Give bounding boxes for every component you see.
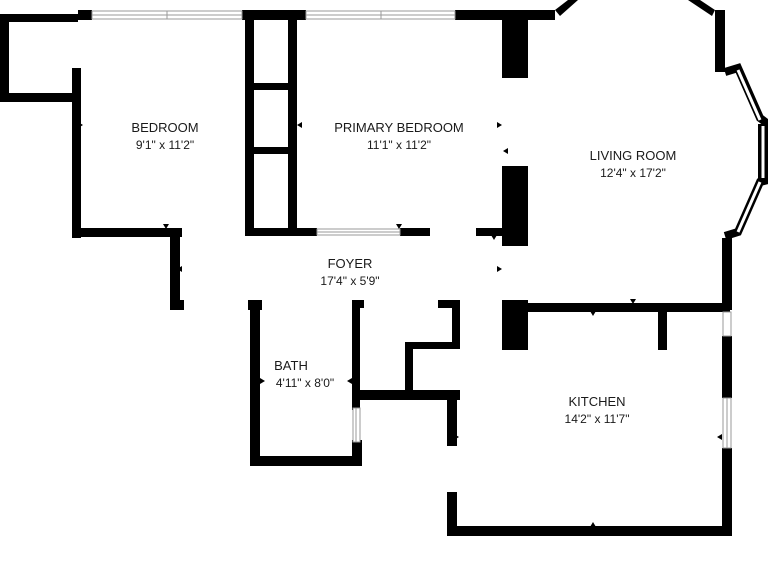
wall: [405, 342, 460, 349]
wall: [525, 303, 730, 312]
tick: [347, 378, 352, 384]
bay-window-pane: [736, 181, 762, 233]
tick: [260, 378, 265, 384]
wall: [250, 147, 292, 154]
room-dimensions-bath: 4'11" x 8'0": [276, 376, 334, 390]
wall: [502, 18, 528, 78]
bay-wall: [723, 176, 768, 240]
walls: [0, 10, 732, 536]
wall: [455, 10, 555, 20]
wall: [288, 18, 297, 234]
room-dimensions-primary-bedroom: 11'1" x 11'2": [367, 138, 431, 152]
tick: [590, 522, 596, 527]
room-dimensions-living-room: 12'4" x 17'2": [600, 166, 666, 180]
tick: [590, 311, 596, 316]
room-dimensions-kitchen: 14'2" x 11'7": [565, 412, 630, 426]
wall: [438, 300, 460, 308]
wall: [0, 14, 78, 22]
room-name-primary-bedroom: PRIMARY BEDROOM: [334, 120, 464, 135]
wall: [352, 300, 364, 308]
wall: [447, 526, 732, 536]
tick: [177, 266, 182, 272]
wall: [72, 228, 182, 237]
bay-window-pane: [736, 69, 762, 121]
wall: [0, 93, 80, 102]
tick: [246, 122, 251, 128]
tick: [78, 122, 83, 128]
tick: [503, 148, 508, 154]
wall: [502, 166, 528, 246]
wall: [250, 83, 292, 90]
wall: [447, 492, 457, 536]
tick: [630, 299, 636, 304]
room-name-kitchen: KITCHEN: [568, 394, 625, 409]
room-name-living-room: LIVING ROOM: [590, 148, 677, 163]
tick: [454, 434, 459, 440]
room-name-bedroom: BEDROOM: [131, 120, 198, 135]
tick: [396, 224, 402, 229]
tick: [163, 224, 169, 229]
wall: [352, 440, 362, 466]
room-name-foyer: FOYER: [328, 256, 373, 271]
wall: [722, 238, 732, 310]
room-name-bath: BATH: [274, 358, 308, 373]
wall: [250, 456, 362, 466]
wall: [476, 228, 506, 236]
wall: [78, 10, 92, 20]
wall: [658, 308, 667, 350]
wall: [72, 68, 81, 238]
tick: [297, 122, 302, 128]
tick: [717, 434, 722, 440]
wall: [245, 228, 317, 236]
wall: [0, 14, 9, 102]
bay-wall: [555, 0, 578, 16]
windows: [91, 10, 732, 449]
wall: [170, 228, 180, 310]
wall: [400, 228, 430, 236]
tick: [491, 235, 497, 240]
wall: [715, 10, 725, 72]
wall: [352, 300, 360, 410]
wall: [452, 300, 460, 346]
window: [722, 311, 732, 337]
wall: [242, 10, 306, 20]
bay-wall: [723, 63, 768, 128]
wall: [447, 400, 457, 446]
wall: [405, 342, 413, 394]
room-dimensions-foyer: 17'4" x 5'9": [320, 274, 379, 288]
bay-window: [555, 0, 768, 240]
wall: [250, 300, 260, 466]
wall: [722, 448, 732, 536]
wall: [170, 300, 184, 310]
room-dimensions-bedroom: 9'1" x 11'2": [136, 138, 194, 152]
room-labels: BEDROOM 9'1" x 11'2" PRIMARY BEDROOM 11'…: [131, 120, 676, 426]
wall: [352, 390, 460, 400]
wall: [722, 336, 732, 398]
dimension-ticks: [78, 122, 722, 527]
tick: [497, 266, 502, 272]
tick: [497, 122, 502, 128]
wall: [502, 300, 528, 350]
bay-wall: [688, 0, 715, 16]
